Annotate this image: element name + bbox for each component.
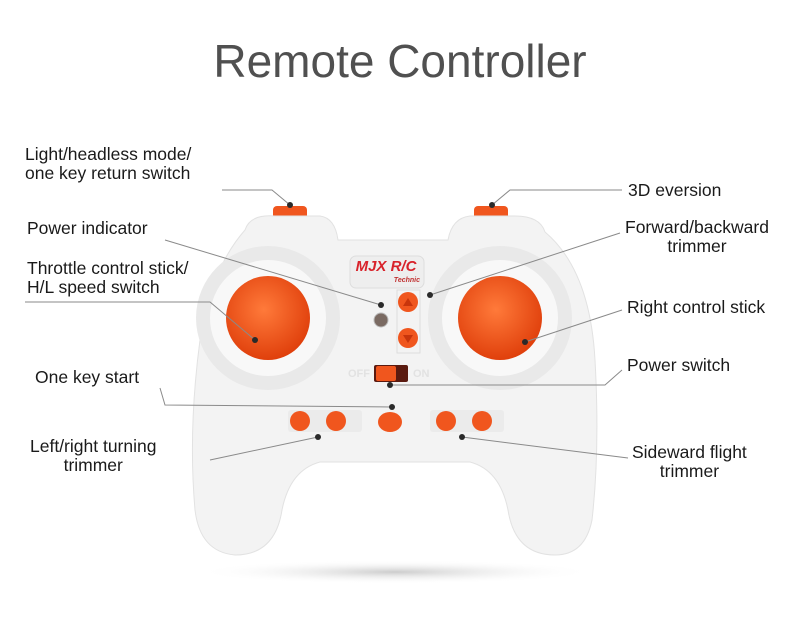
leader-lines	[25, 189, 629, 461]
brand-sub: Technic	[393, 277, 420, 284]
label-line: Left/right turning	[30, 436, 157, 456]
label-line: one key return switch	[25, 163, 191, 183]
right-control-stick[interactable]	[458, 276, 542, 360]
one-key-start-button[interactable]	[378, 412, 402, 432]
label-right-stick: Right control stick	[627, 297, 766, 317]
label-line: trimmer	[63, 455, 123, 475]
power-switch[interactable]	[376, 366, 396, 381]
leader-dots	[252, 202, 528, 440]
switch-on-label: ON	[413, 368, 430, 380]
left-turn-trim-button[interactable]	[290, 411, 310, 431]
power-indicator-led	[373, 312, 389, 328]
switch-off-label: OFF	[348, 368, 370, 380]
label-power-indicator: Power indicator	[27, 218, 148, 238]
right-turn-trim-button[interactable]	[326, 411, 346, 431]
shadow	[195, 560, 595, 584]
side-left-trim-button[interactable]	[436, 411, 456, 431]
up-arrow-icon	[403, 298, 413, 306]
label-power-switch: Power switch	[627, 355, 731, 375]
label-one-key-start: One key start	[35, 367, 140, 387]
label-line: trimmer	[667, 236, 727, 256]
page-title: Remote Controller	[213, 35, 587, 87]
label-line: Throttle control stick/	[27, 258, 189, 278]
label-line: Forward/backward	[625, 217, 769, 237]
label-3d-eversion: 3D eversion	[628, 180, 722, 200]
down-arrow-icon	[403, 335, 413, 343]
throttle-stick[interactable]	[226, 276, 310, 360]
label-throttle: Throttle control stick/H/L speed switch	[27, 259, 188, 297]
label-line: trimmer	[659, 461, 720, 481]
side-right-trim-button[interactable]	[472, 411, 492, 431]
label-light-headless: Light/headless mode/one key return switc…	[25, 145, 191, 183]
label-line: Light/headless mode/	[25, 144, 192, 164]
brand-text: MJX R/C	[355, 258, 417, 275]
label-line: H/L speed switch	[27, 277, 160, 297]
label-line: Sideward flight	[632, 442, 747, 462]
brand-logo: MJX R/C Technic	[352, 259, 420, 285]
